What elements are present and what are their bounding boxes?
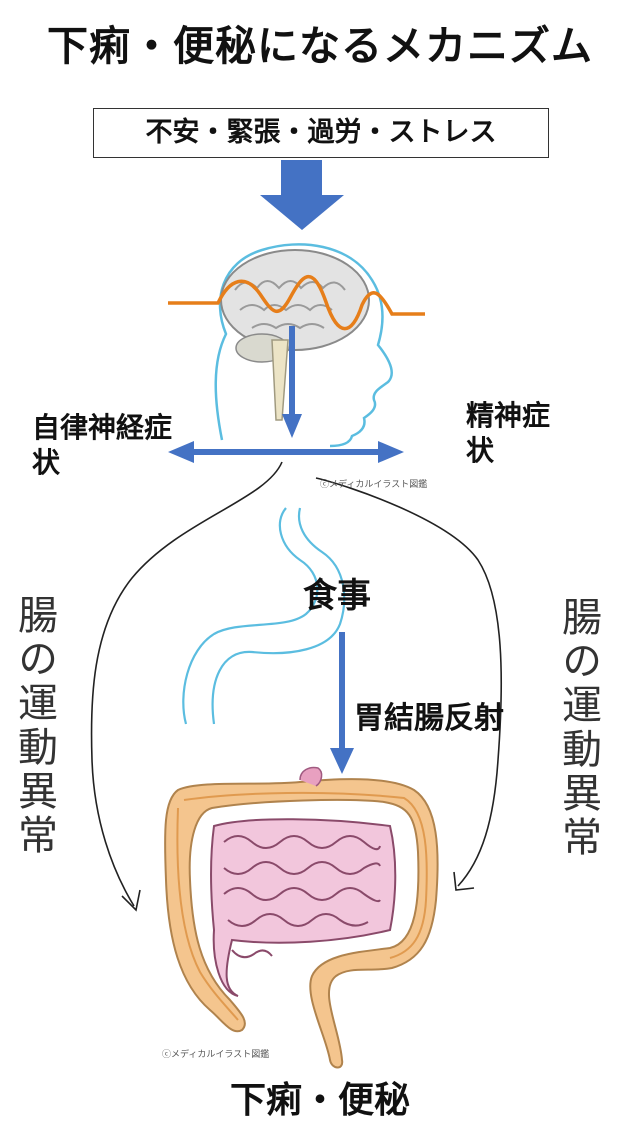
right-curve-arrowhead (453, 871, 475, 891)
left-arrow-head (168, 441, 194, 463)
mental-symptoms-label: 精神症状 (466, 399, 551, 467)
head-outline (214, 243, 393, 448)
meal-down-head (330, 748, 354, 774)
credit-intestine: ⓒメディカルイラスト図鑑 (162, 1050, 270, 1060)
large-intestine (164, 778, 439, 1069)
brain-wave (168, 275, 425, 331)
page-title: 下痢・便秘になるメカニズム (47, 22, 593, 70)
motility-label-right: 腸の運動異常 (555, 596, 601, 860)
meal-label: 食事 (303, 576, 371, 616)
left-curve-arrowhead (121, 889, 141, 912)
cause-box: 不安・緊張・過労・ストレス (93, 108, 549, 158)
credit-brain-text: メディカルイラスト図鑑 (329, 480, 428, 490)
credit-brain: ⓒメディカルイラスト図鑑 (320, 480, 428, 490)
motility-label-left: 腸の運動異常 (11, 594, 57, 858)
esophagus-left (182, 507, 319, 725)
esophagus-right (211, 507, 346, 725)
left-nerve-curve (90, 461, 283, 907)
appendix (299, 766, 323, 787)
small-intestine-coils (223, 835, 381, 959)
stress-down-arrow (260, 160, 344, 230)
gastrocolic-reflex-label: 胃結腸反射 (354, 701, 504, 736)
brain-down-head (282, 414, 302, 438)
right-arrow-head (378, 441, 404, 463)
colon-inner-line (176, 791, 428, 1021)
autonomic-symptoms-label: 自律神経症状 (32, 411, 173, 479)
right-nerve-curve (315, 477, 503, 887)
brainstem (271, 339, 289, 421)
result-label: 下痢・便秘 (229, 1080, 410, 1121)
credit-intestine-text: メディカルイラスト図鑑 (171, 1050, 270, 1060)
